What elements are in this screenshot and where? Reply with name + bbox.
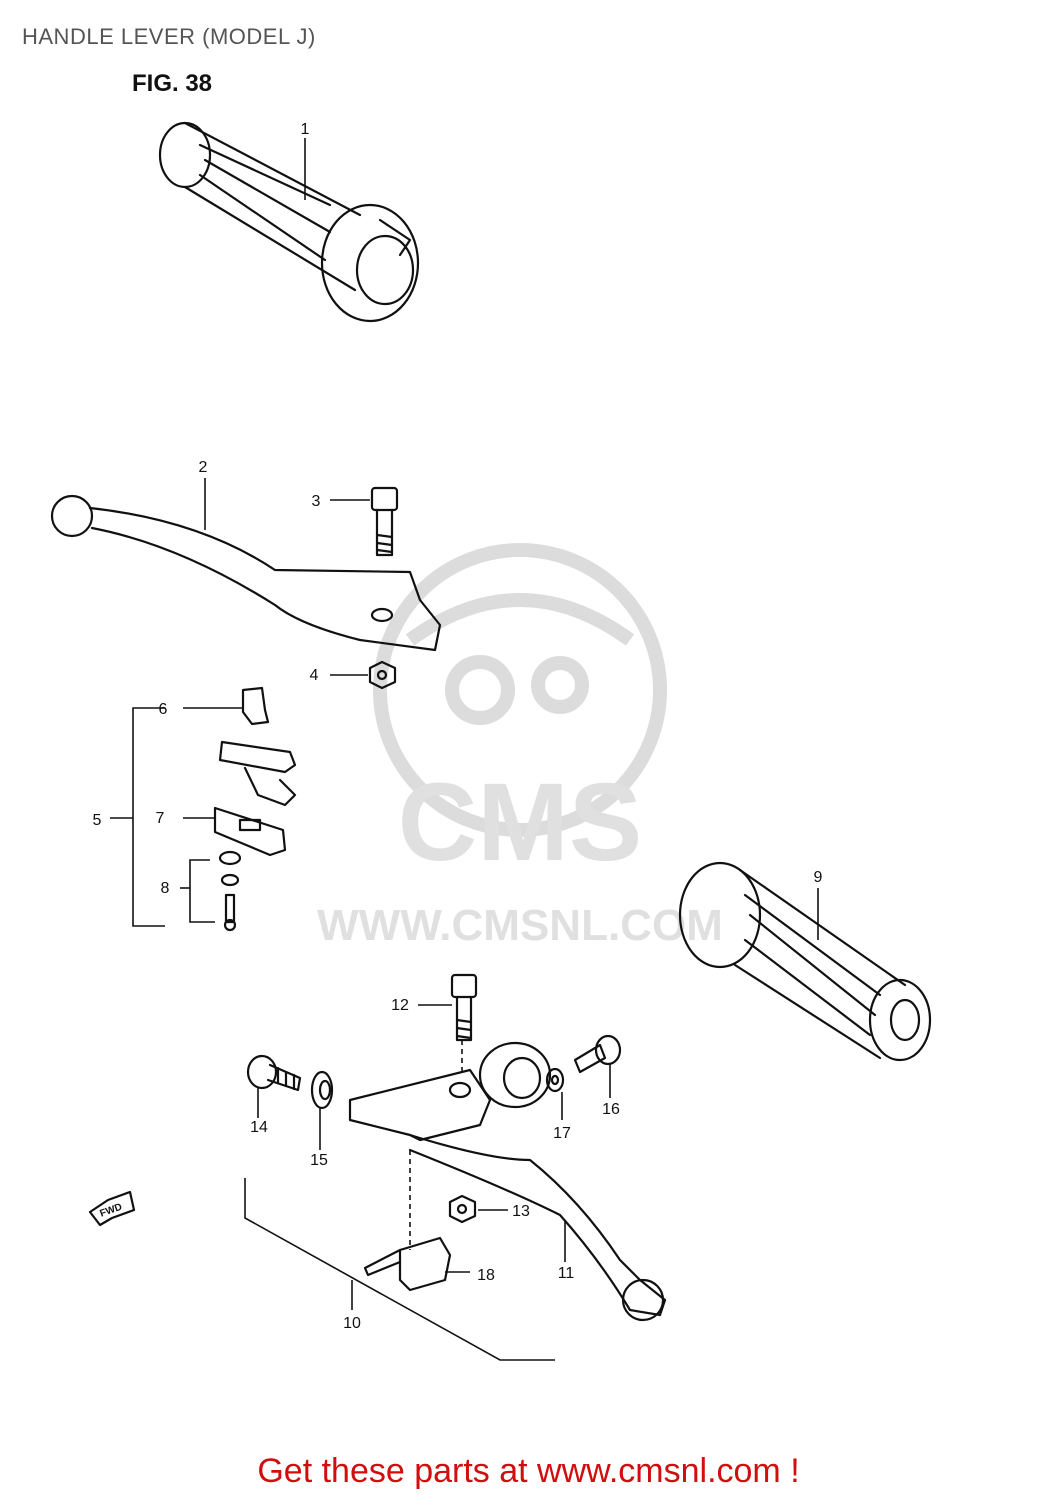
callout-6: 6 [159, 701, 168, 718]
part-9-grip [678, 861, 932, 1062]
callout-5: 5 [93, 812, 102, 829]
part-2-brake-lever [50, 494, 442, 652]
callout-9: 9 [814, 869, 823, 886]
part-switch-plate [218, 740, 297, 807]
callout-8: 8 [161, 880, 170, 897]
part-15-locknut [310, 1070, 334, 1110]
part-16-bolt [573, 1034, 622, 1074]
part-1-grip [158, 121, 420, 323]
callout-11: 11 [558, 1265, 575, 1282]
callout-3: 3 [312, 493, 321, 510]
part-18-switch [363, 1236, 452, 1292]
callout-16: 16 [602, 1101, 620, 1118]
callout-4: 4 [310, 667, 319, 684]
callout-17: 17 [553, 1125, 571, 1142]
part-4-nut [368, 660, 397, 690]
callout-2: 2 [199, 459, 208, 476]
part-14-adjuster [246, 1054, 302, 1092]
part-13-nut [448, 1194, 477, 1224]
part-11-clutch-lever [348, 1041, 667, 1322]
callout-12: 12 [391, 997, 409, 1014]
part-12-bolt [450, 973, 478, 1042]
part-8-screw-washers [218, 850, 242, 932]
callout-1: 1 [301, 121, 310, 138]
page-title: HANDLE LEVER (MODEL J) [22, 24, 316, 49]
callout-10: 10 [343, 1315, 361, 1332]
fwd-arrow [88, 1190, 136, 1227]
part-3-bolt [370, 486, 399, 557]
footer-parts-link[interactable]: Get these parts at www.cmsnl.com ! [257, 1452, 800, 1490]
part-7-switch-body [213, 806, 287, 857]
callout-15: 15 [310, 1152, 328, 1169]
callout-18: 18 [477, 1267, 495, 1284]
callout-13: 13 [512, 1203, 530, 1220]
figure-label: FIG. 38 [132, 70, 213, 97]
callout-7: 7 [156, 810, 165, 827]
callout-14: 14 [250, 1119, 268, 1136]
part-17-washer [545, 1067, 565, 1093]
part-6-switch-cap [241, 686, 270, 726]
